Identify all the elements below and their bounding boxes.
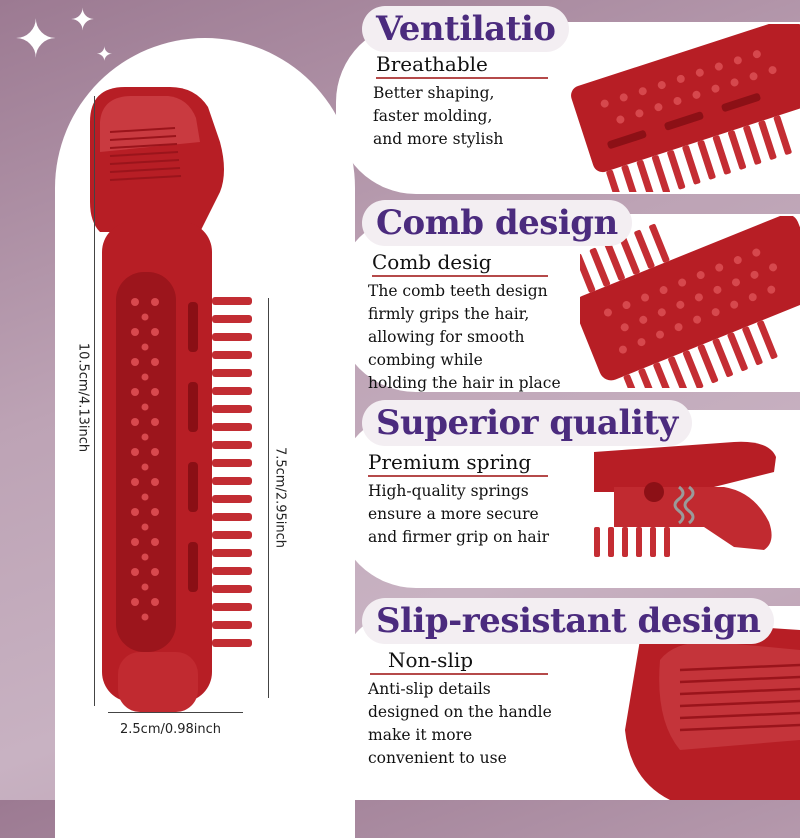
sparkle-icon: ✦ <box>96 42 113 66</box>
feature-subtitle-slip-resistant: Non-slip <box>370 648 548 675</box>
ventilation-closeup-image <box>570 24 800 192</box>
feature-subtitle-ventilation: Breathable <box>376 52 548 79</box>
feature-description-comb-design: The comb teeth design firmly grips the h… <box>368 282 561 392</box>
comb-dimension-line <box>268 298 269 698</box>
sparkle-icon: ✦ <box>70 3 96 38</box>
handle-closeup-image <box>600 620 800 800</box>
feature-subtitle-comb-design: Comb desig <box>372 250 548 277</box>
height-dimension-line <box>94 96 95 706</box>
feature-title-ventilation: Ventilatio <box>362 6 570 52</box>
feature-subtitle-superior-quality: Premium spring <box>368 450 548 477</box>
feature-description-ventilation: Better shaping, faster molding, and more… <box>373 84 504 148</box>
height-dimension-label: 10.5cm/4.13inch <box>75 342 91 453</box>
width-dimension-label: 2.5cm/0.98inch <box>120 722 222 737</box>
spring-closeup-image <box>584 432 800 582</box>
feature-description-slip-resistant: Anti-slip details designed on the handle… <box>368 680 552 767</box>
hair-clip-product-image <box>90 87 252 712</box>
sparkle-icon: ✦ <box>14 10 58 70</box>
feature-title-comb-design: Comb design <box>362 200 632 246</box>
comb-dimension-label: 7.5cm/2.95inch <box>272 446 288 549</box>
feature-description-superior-quality: High-quality springs ensure a more secur… <box>368 482 549 546</box>
feature-title-superior-quality: Superior quality <box>362 400 692 446</box>
width-dimension-line <box>108 712 243 713</box>
feature-title-slip-resistant: Slip-resistant design <box>362 598 775 644</box>
